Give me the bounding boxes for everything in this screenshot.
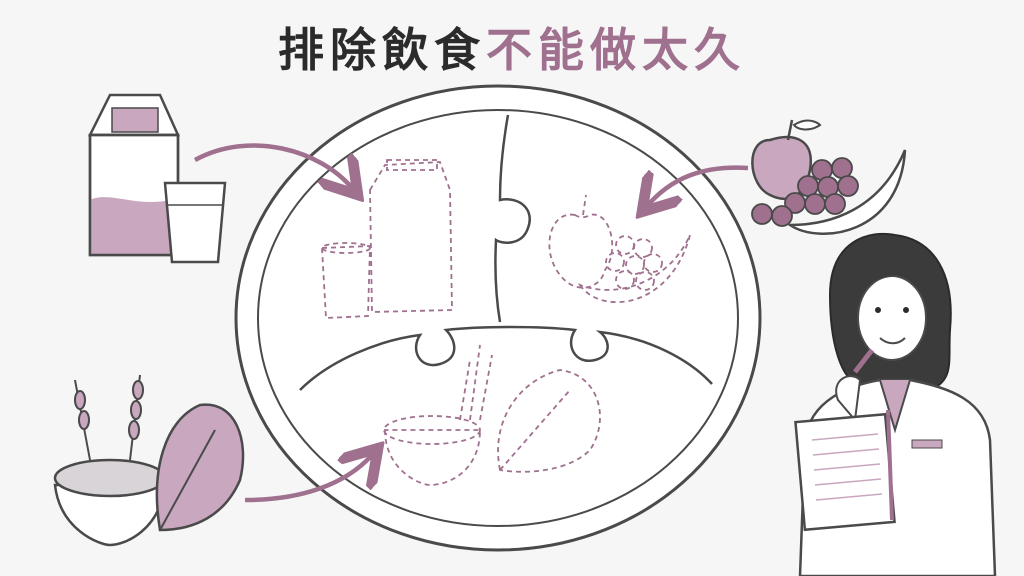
dashed-dairy-icon — [321, 159, 453, 319]
arrow-dairy — [193, 143, 352, 188]
title-part-2: 不能做太久 — [486, 23, 746, 77]
dashed-grain-icon — [383, 344, 601, 486]
fruit-icon — [751, 119, 907, 235]
page-title: 排除飲食不能做太久 — [0, 14, 1024, 86]
arrow-grain — [244, 455, 372, 503]
title-part-1: 排除飲食 — [278, 23, 486, 77]
dashed-fruit-icon — [548, 194, 691, 304]
arrow-fruit — [648, 165, 749, 205]
milk-glass-icon — [163, 181, 227, 264]
milk-carton-icon — [87, 93, 180, 257]
leafy-greens-icon — [155, 403, 245, 532]
plate-icon — [234, 84, 762, 552]
clipboard-icon — [794, 409, 896, 532]
wheat-icon — [74, 374, 144, 461]
grain-bowl-icon — [53, 458, 167, 547]
